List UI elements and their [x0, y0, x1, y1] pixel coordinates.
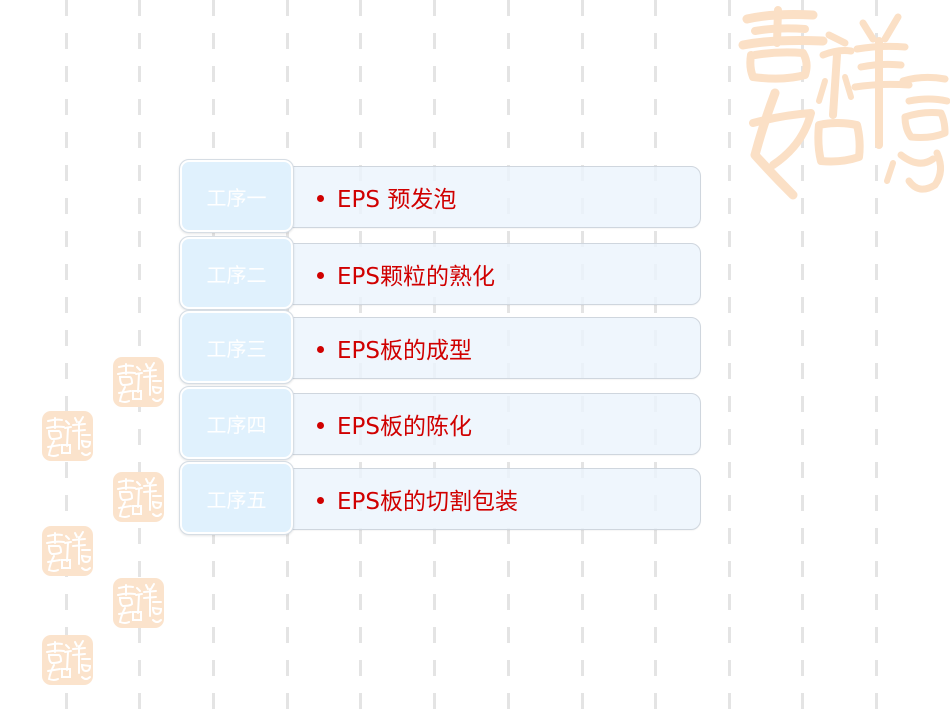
- calligraphy-seal-icon: [733, 5, 950, 200]
- step-item: EPS板的成型: [317, 328, 472, 368]
- process-step-row: 工序二 EPS颗粒的熟化: [179, 236, 702, 312]
- step-item-text: EPS板的切割包装: [337, 489, 519, 515]
- bullet-icon: [317, 496, 324, 504]
- step-label: 工序四: [206, 412, 267, 437]
- step-label-box: 工序四: [179, 386, 294, 460]
- dashed-line: [801, 0, 804, 713]
- step-content-card: [281, 317, 701, 379]
- process-step-row: 工序四 EPS板的陈化: [179, 386, 702, 462]
- dashed-line: [728, 0, 731, 713]
- step-label: 工序二: [206, 262, 267, 287]
- bullet-icon: [317, 421, 324, 429]
- step-content-card: [281, 468, 701, 530]
- dashed-line: [875, 0, 878, 713]
- step-content-card: [281, 243, 701, 305]
- seal-stamp-icon: [113, 357, 164, 407]
- seal-stamp-icon: [113, 578, 164, 628]
- step-label: 工序三: [206, 336, 267, 361]
- bullet-icon: [317, 345, 324, 353]
- process-step-row: 工序五 EPS板的切割包装: [179, 461, 702, 537]
- dashed-line: [138, 0, 141, 713]
- bullet-icon: [317, 271, 324, 279]
- step-label-box: 工序五: [179, 461, 294, 535]
- step-content-card: [281, 166, 701, 228]
- dashed-line: [65, 0, 68, 713]
- process-step-row: 工序三 EPS板的成型: [179, 310, 702, 386]
- step-item-text: EPS板的陈化: [337, 414, 473, 440]
- step-label-box: 工序一: [179, 159, 294, 233]
- step-item-text: EPS颗粒的熟化: [337, 264, 496, 290]
- step-label-box: 工序二: [179, 236, 294, 310]
- step-item-text: EPS板的成型: [337, 338, 473, 364]
- step-item-text: EPS 预发泡: [337, 187, 457, 213]
- bullet-icon: [317, 194, 324, 202]
- seal-stamp-icon: [113, 472, 164, 522]
- step-content-card: [281, 393, 701, 455]
- seal-stamp-icon: [42, 411, 93, 461]
- step-label: 工序五: [206, 487, 267, 512]
- step-label: 工序一: [206, 185, 267, 210]
- step-item: EPS板的切割包装: [317, 479, 518, 519]
- seal-stamp-icon: [42, 526, 93, 576]
- step-item: EPS颗粒的熟化: [317, 254, 495, 294]
- step-item: EPS 预发泡: [317, 177, 456, 217]
- step-label-box: 工序三: [179, 310, 294, 384]
- step-item: EPS板的陈化: [317, 404, 472, 444]
- process-step-row: 工序一 EPS 预发泡: [179, 159, 702, 235]
- seal-stamp-icon: [42, 635, 93, 685]
